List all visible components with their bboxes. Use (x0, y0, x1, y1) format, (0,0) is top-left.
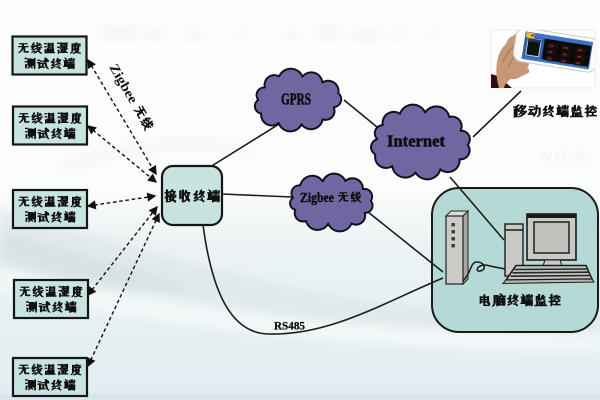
svg-text:Zigbee: Zigbee (300, 190, 334, 205)
svg-text:NICA: NICA (540, 147, 590, 166)
svg-text:RS485: RS485 (274, 321, 305, 333)
svg-text:GPRS: GPRS (281, 90, 311, 109)
svg-text:Internet: Internet (387, 132, 446, 151)
